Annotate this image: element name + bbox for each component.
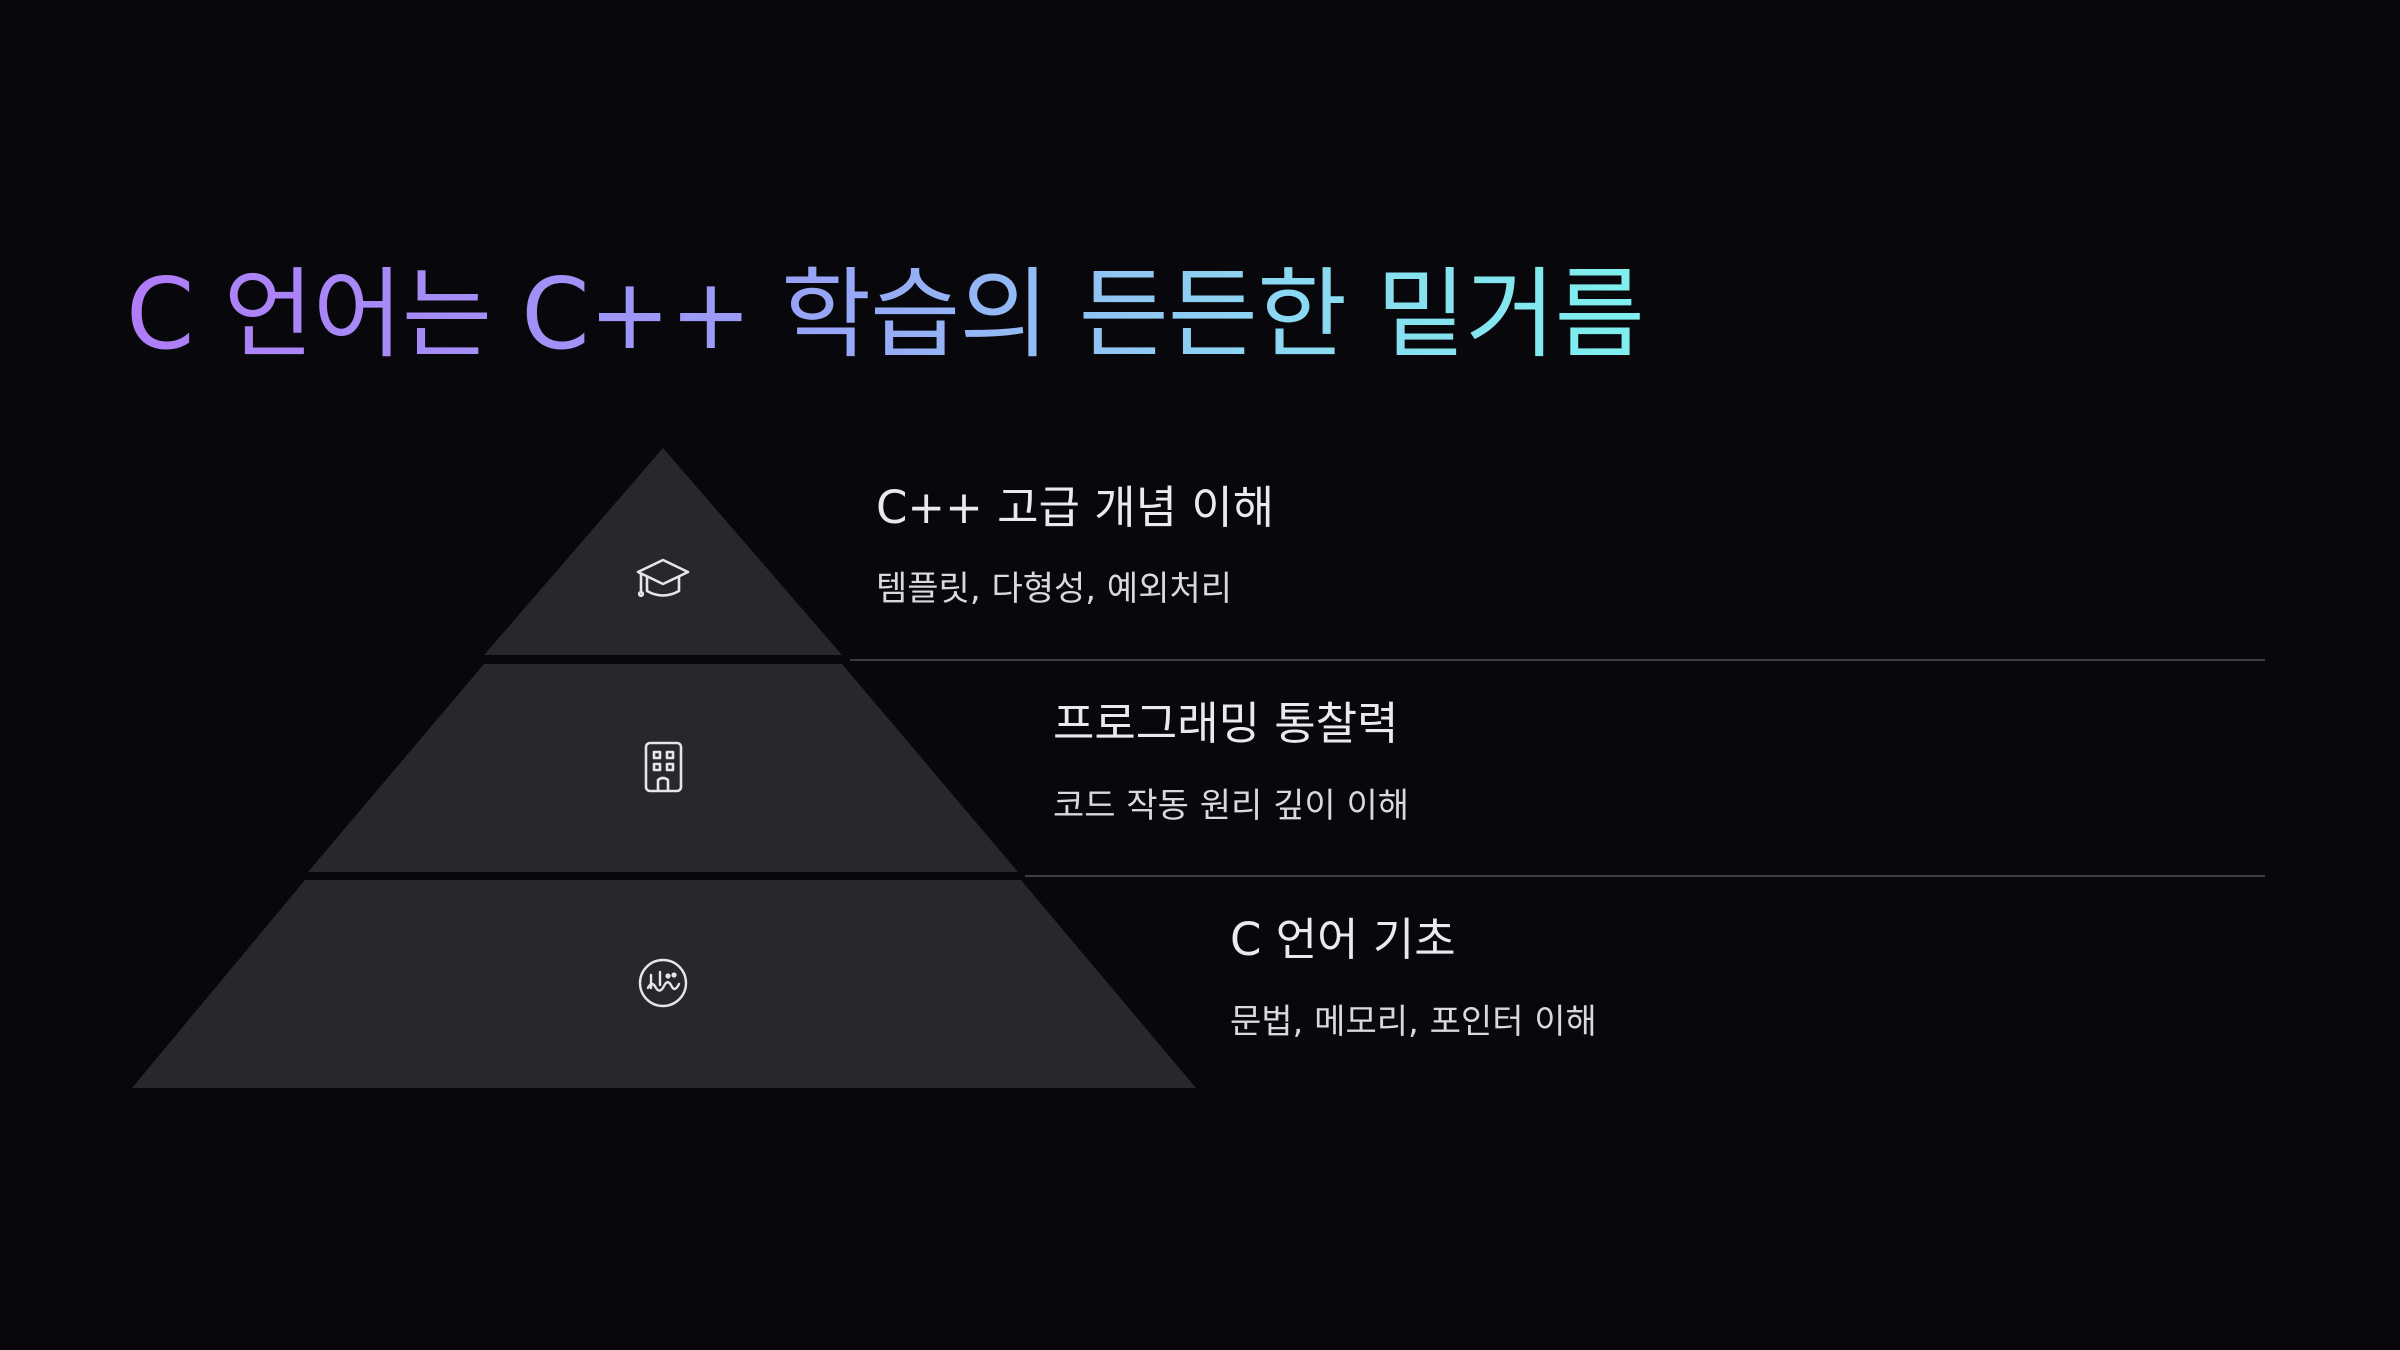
tier-2-heading: 프로그래밍 통찰력 <box>1053 697 1399 750</box>
tier-1-heading: C++ 고급 개념 이해 <box>876 481 1275 534</box>
graduation-cap-icon <box>636 558 690 598</box>
pyramid-tier-middle <box>308 664 1018 872</box>
pyramid-tier-top <box>484 448 842 655</box>
tier-1-description: 템플릿, 다형성, 예외처리 <box>876 569 1233 609</box>
calligraphy-emblem-icon <box>638 958 688 1008</box>
slide-title: C 언어는 C++ 학습의 든든한 밑거름 <box>126 245 1645 385</box>
building-icon <box>644 741 683 793</box>
tier-3-heading: C 언어 기초 <box>1230 913 1456 966</box>
tier-3-description: 문법, 메모리, 포인터 이해 <box>1230 1002 1597 1042</box>
tier-2-description: 코드 작동 원리 깊이 이해 <box>1053 786 1410 826</box>
